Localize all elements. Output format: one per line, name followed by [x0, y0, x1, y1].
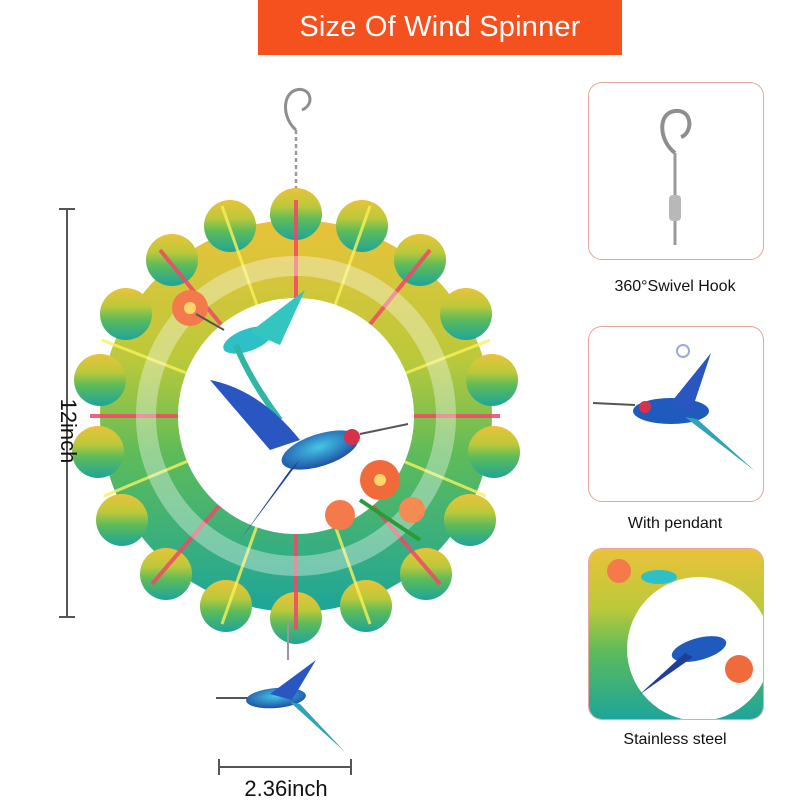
hummingbird-large-icon: [210, 380, 409, 540]
spinner-ring: [72, 188, 520, 644]
swivel-hook-card: [588, 82, 764, 260]
hummingbird-small-icon: [195, 290, 305, 422]
banner-title: Size Of Wind Spinner: [299, 11, 581, 43]
hummingbird-pendant-icon: [216, 660, 345, 752]
width-dimension-line: [218, 759, 352, 775]
width-label: 2.36inch: [244, 776, 328, 801]
hummingbird-pendant-icon: [592, 344, 755, 471]
flower-decoration: [172, 290, 425, 542]
pendant-caption: With pendant: [627, 515, 723, 532]
swivel-hook-caption: 360°Swivel Hook: [614, 278, 736, 295]
height-label: 12inch: [56, 398, 81, 464]
title-banner: Size Of Wind Spinner: [258, 0, 622, 55]
hook-icon: [660, 108, 692, 245]
pendant-card: [588, 326, 764, 502]
stainless-steel-caption: Stainless steel: [623, 731, 727, 748]
stainless-steel-card: [588, 548, 764, 720]
spinner-closeup-icon: [589, 549, 763, 719]
hook-icon: [284, 87, 312, 132]
height-dimension-line: [59, 208, 75, 618]
